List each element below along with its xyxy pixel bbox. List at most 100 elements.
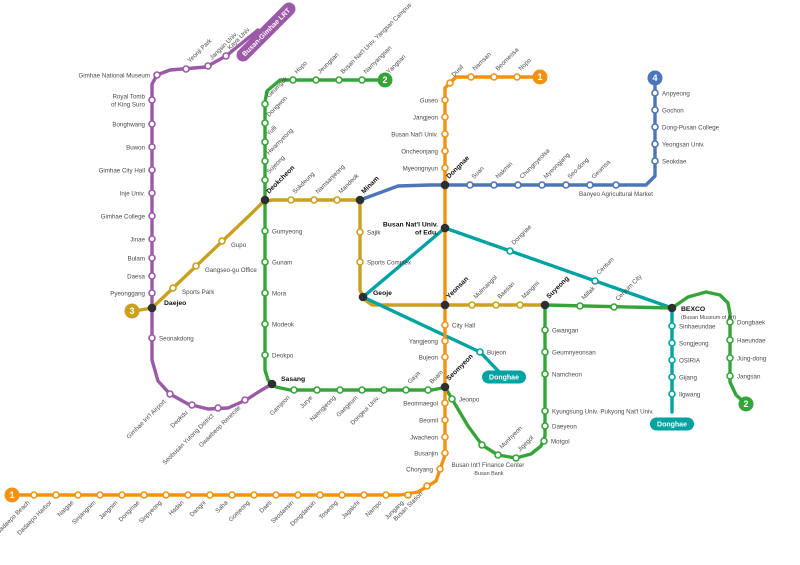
label-namsan: Namsan <box>471 51 493 73</box>
station-dot-yeonji-park <box>182 65 190 73</box>
station-dot-jangsan <box>726 372 734 380</box>
station-dot-deokdu <box>188 401 196 409</box>
badge-label-donghae: Donghae <box>657 422 687 429</box>
label-bexco: BEXCO <box>681 306 705 313</box>
station-dot-dong-pusan-college <box>651 123 659 131</box>
label-gamjeon: Gamjeon <box>269 394 292 417</box>
label-natgae: Natgae <box>56 499 75 518</box>
label-jangsan: Jangsan <box>737 374 761 381</box>
station-centum-city: Centum City <box>610 273 644 311</box>
station-bulam: Bulam <box>127 254 156 263</box>
label-seomyeon: Seomyeon <box>445 353 474 382</box>
station-dot-minam <box>355 195 365 205</box>
station-dot-sukdeung <box>287 196 295 204</box>
station-dot-sujeong <box>261 176 269 184</box>
station-dot-daejeo <box>147 303 157 313</box>
station-beomnaegol: Beomnaegol <box>403 399 449 408</box>
station-dot-dadaepo-beach <box>30 491 38 499</box>
station-dot-dongnae <box>440 180 450 190</box>
station-dot-oncheonjang <box>441 147 449 155</box>
station-dot-bujeon <box>441 353 449 361</box>
station-dot-munhyeon <box>494 451 502 459</box>
label-busan-nat-l-univ: Busan Nat'l Univ. <box>391 132 438 139</box>
badge-label-2: 2 <box>743 399 748 409</box>
station-dot-naengjeong <box>336 386 344 394</box>
label-guseo: Guseo <box>420 98 439 105</box>
station-dot-gijang <box>668 373 676 381</box>
station-jwacheon: Jwacheon <box>410 433 449 442</box>
station-dot-jeonpo <box>448 395 456 403</box>
label-hadan: Hadan <box>168 499 186 517</box>
station-dot-goejeong <box>250 491 258 499</box>
station-dot-buam <box>424 386 432 394</box>
station-busanjin: Busanjin <box>414 449 449 458</box>
station-deokpo: Deokpo <box>261 351 294 360</box>
station-dongnae: Dongnae <box>506 223 534 255</box>
label-yangsan: Yangsan <box>385 53 407 75</box>
station-choryang: Choryang <box>406 465 444 474</box>
station-dot-gumyeong <box>261 227 269 235</box>
label-buwon: Buwon <box>126 145 145 152</box>
badge-1: 1 <box>532 69 548 85</box>
label-gimhae-national-museum: Gimhae National Museum <box>78 73 150 80</box>
station-dot-natgae <box>74 491 82 499</box>
station-dot-suyeong <box>540 300 550 310</box>
label-sinhaeundae: Sinhaeundae <box>679 324 716 331</box>
station-dot-dusil <box>446 79 454 87</box>
label-dongnae: Dongnae <box>510 223 533 246</box>
station-gangseo-gu-office: Gangseo-gu Office <box>192 262 257 274</box>
station-dot-centum-city <box>610 303 618 311</box>
station-dot-centum <box>591 277 599 285</box>
station-dot-jigegol <box>512 454 520 462</box>
station-dot-motgol <box>540 437 548 445</box>
station-dot-bexco <box>667 303 677 313</box>
label-beomeosa: Beomeosa <box>494 46 520 72</box>
badge-label-1: 1 <box>537 72 542 82</box>
label-sukdeung: Sukdeung <box>291 170 316 195</box>
station-guseo: Guseo <box>420 96 449 105</box>
station-seonakdong: Seonakdong <box>148 334 194 343</box>
station-dot-buwon <box>148 143 156 151</box>
badge-label-2: 2 <box>382 75 387 85</box>
label-nopo: Nopo <box>517 57 533 73</box>
badge-shape-1 <box>4 487 20 503</box>
station-dot-busan-station <box>423 482 431 490</box>
station-dot-ilgwang <box>668 390 676 398</box>
label-bonghwang: Bonghwang <box>112 122 145 129</box>
label-jangnim: Jangnim <box>98 499 119 520</box>
label-gupo: Gupo <box>231 242 247 249</box>
label-jurye: Jurye <box>299 394 315 410</box>
label-saha: Saha <box>214 499 230 515</box>
station-dot-daeyeon <box>541 422 549 430</box>
label-dongbaek: Dongbaek <box>737 320 766 327</box>
station-kyungsung-univ-pukyong-nat-l-univ: Kyungsung Univ.·Pukyong Nat'l Univ. <box>541 407 654 416</box>
badge-shape-busan-gimhae-lrt <box>236 2 296 62</box>
station-dot-dongmae <box>140 491 148 499</box>
station-dot-dongnae <box>506 247 514 255</box>
station-dot-bonghwang <box>148 120 156 128</box>
station-dot-dongwon <box>261 119 269 127</box>
station-dot-sajik <box>356 228 364 236</box>
station-dot-jangjeon <box>441 113 449 121</box>
label-seonakdong: Seonakdong <box>159 336 194 343</box>
label-yeonji-park: Yeonji Park <box>186 37 214 65</box>
station-haeundae: Haeundae <box>726 336 766 345</box>
label-namcheon: Namcheon <box>552 372 582 379</box>
station-dot-haeundae <box>726 336 734 344</box>
label-motgol: Motgol <box>551 439 570 446</box>
station-dot-namsan <box>467 73 475 81</box>
station-gimhae-city-hall: Gimhae City Hall <box>99 166 156 175</box>
station-gijang: Gijang <box>668 373 697 382</box>
badge-shape-2 <box>377 72 393 88</box>
station-deokdu: Deokdu <box>169 401 196 429</box>
station-dot-jangsin-univ <box>204 62 212 70</box>
busan-gimhae-lrt-path <box>150 28 274 411</box>
label-haeundae: Haeundae <box>737 338 766 345</box>
station-dot-geumgok <box>261 100 269 108</box>
label-daejeo: Daejeo <box>164 300 186 307</box>
station-dot-gochon <box>651 106 659 114</box>
station-dot-royal-tomb-of-king-suro <box>148 96 156 104</box>
station-dot-beomil <box>441 416 449 424</box>
station-jangsan: Jangsan <box>726 372 761 381</box>
